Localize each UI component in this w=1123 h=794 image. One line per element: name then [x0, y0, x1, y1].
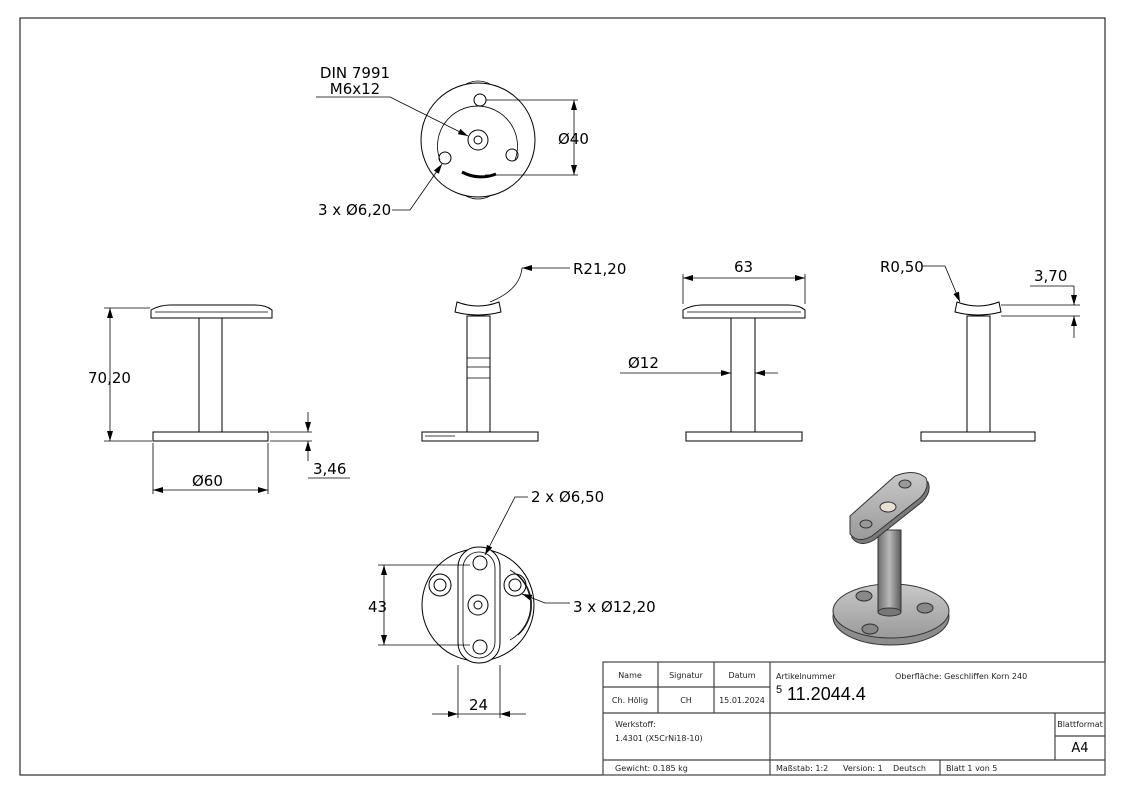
dim-holes: 3 x Ø6,20 — [318, 201, 391, 219]
signature-header: Signatur — [669, 671, 704, 680]
dim-small-radius: R0,50 — [880, 258, 924, 276]
date-header: Datum — [728, 671, 755, 680]
format-label: Blattformat — [1057, 720, 1103, 729]
article-label: Artikelnummer — [776, 672, 836, 681]
dim-base-thickness: 3,46 — [313, 460, 346, 478]
dim-width-24: 24 — [469, 696, 488, 714]
bottom-view: 43 24 2 x Ø6,50 3 x Ø12,20 — [368, 488, 656, 718]
dim-counter-holes: 3 x Ø12,20 — [573, 598, 656, 616]
article-number: 11.2044.4 — [787, 684, 866, 704]
scale: Maßstab: 1:2 — [776, 764, 828, 773]
surface-finish: Oberfläche: Geschliffen Korn 240 — [895, 672, 1027, 681]
sheet-number: Blatt 1 von 5 — [946, 764, 997, 773]
side-view: R21,20 — [421, 260, 626, 442]
screw-label: DIN 7991 — [320, 64, 390, 82]
dim-diameter-40: Ø40 — [558, 130, 589, 148]
author-signature: CH — [680, 696, 692, 705]
isometric-render — [832, 472, 950, 646]
dim-depth: 3,70 — [1034, 267, 1067, 285]
dim-post-diameter: Ø12 — [628, 354, 659, 372]
author-name: Ch. Hölig — [612, 696, 648, 705]
dim-base-diameter: Ø60 — [192, 472, 223, 490]
language: Deutsch — [893, 764, 926, 773]
dim-height: 70,20 — [88, 369, 131, 387]
weight: Gewicht: 0.185 kg — [615, 764, 688, 773]
side-view-2: R0,50 3,70 — [880, 258, 1080, 442]
top-view: DIN 7991 M6x12 Ø40 3 x Ø6,20 — [316, 64, 589, 219]
version: Version: 1 — [843, 764, 883, 773]
material-label: Werkstoff: — [615, 720, 656, 729]
dim-width-63: 63 — [734, 258, 753, 276]
material-value: 1.4301 (X5CrNi18-10) — [615, 734, 703, 743]
name-header: Name — [618, 671, 642, 680]
screw-size: M6x12 — [330, 80, 380, 98]
drawing-date: 15.01.2024 — [719, 696, 765, 705]
dim-height-43: 43 — [368, 598, 387, 616]
title-block: Name Signatur Datum Ch. Hölig CH 15.01.2… — [602, 661, 1106, 776]
drawing-frame — [19, 17, 1106, 776]
dim-radius: R21,20 — [573, 260, 626, 278]
front-view-2: 63 Ø12 — [620, 258, 806, 442]
front-view: 70,20 Ø60 3,46 — [88, 304, 350, 494]
format-value: A4 — [1071, 741, 1088, 756]
dim-slot-holes: 2 x Ø6,50 — [531, 488, 604, 506]
article-prefix: 5 — [776, 684, 782, 696]
screw-icon — [467, 129, 489, 151]
